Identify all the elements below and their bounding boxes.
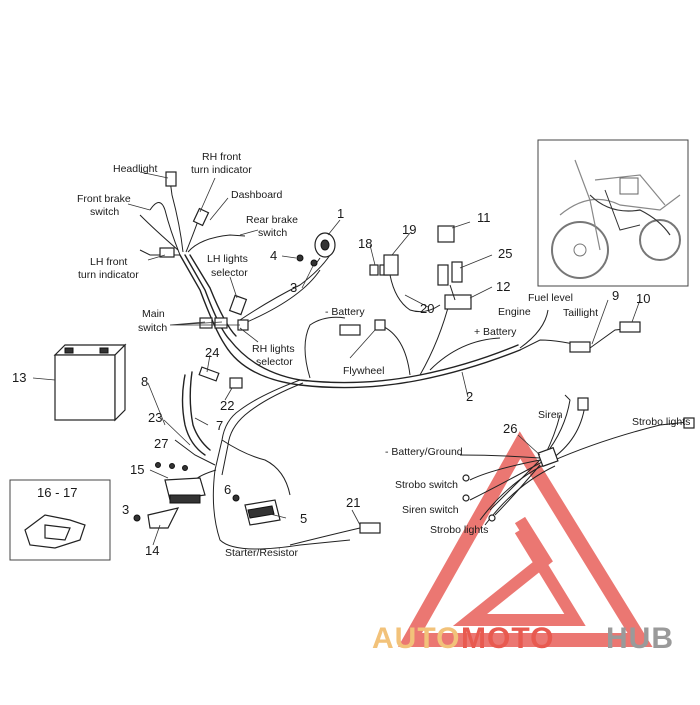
label-taillight: Taillight (563, 307, 598, 319)
taillight-connector (619, 321, 641, 333)
num-18: 18 (358, 236, 372, 251)
regulator (232, 494, 281, 526)
main-harness (179, 254, 636, 550)
label-battery-ground: - Battery/Ground (385, 446, 463, 458)
num-5: 5 (300, 511, 307, 526)
label-inset-range: 16 - 17 (37, 485, 77, 500)
num-10: 10 (636, 291, 650, 306)
watermark-text: AUTO MOTO HUB (372, 622, 674, 655)
label-rh-front-turn-1: RH front (202, 151, 241, 163)
label-flywheel: Flywheel (343, 365, 384, 377)
num-24: 24 (205, 345, 219, 360)
label-lh-lights-2: selector (211, 267, 248, 279)
num-22: 22 (220, 398, 234, 413)
starter-relay (155, 462, 206, 504)
battery (53, 343, 127, 422)
label-strobo-lights: Strobo lights (632, 416, 690, 428)
label-starter-resistor: Starter/Resistor (225, 547, 298, 559)
label-lh-front-turn-1: LH front (90, 256, 127, 268)
leader-lines (32, 171, 641, 546)
num-7: 7 (216, 418, 223, 433)
num-3a: 3 (290, 280, 297, 295)
label-strobo-switch: Strobo switch (395, 479, 458, 491)
watermark-triangle (398, 431, 653, 647)
relay-cluster (369, 225, 472, 313)
part-numbers: 1 2 3 3 4 5 6 7 8 9 10 11 12 13 14 15 18… (12, 206, 650, 558)
label-main-switch-2: switch (138, 322, 167, 334)
screw-4 (296, 254, 304, 262)
num-8: 8 (141, 374, 148, 389)
num-4: 4 (270, 248, 277, 263)
num-23: 23 (148, 410, 162, 425)
watermark-hub: HUB (606, 622, 674, 655)
num-13: 13 (12, 370, 26, 385)
num-20: 20 (420, 301, 434, 316)
num-1: 1 (337, 206, 344, 221)
num-21: 21 (346, 495, 360, 510)
num-19: 19 (402, 222, 416, 237)
watermark-auto: AUTO (372, 622, 460, 655)
flywheel-plug (374, 319, 386, 331)
label-strobo-lights-2: Strobo lights (430, 524, 488, 536)
num-25: 25 (498, 246, 512, 261)
num-14: 14 (145, 543, 159, 558)
num-26: 26 (503, 421, 517, 436)
label-rear-brake-1: Rear brake (246, 214, 298, 226)
num-27: 27 (154, 436, 168, 451)
label-fuel-level: Fuel level (528, 292, 573, 304)
num-3b: 3 (122, 502, 129, 517)
labels: Headlight RH front turn indicator Dashbo… (37, 151, 690, 559)
label-front-brake-2: switch (90, 206, 119, 218)
num-12: 12 (496, 279, 510, 294)
label-main-switch-1: Main (142, 308, 165, 320)
flywheel-connector (339, 324, 361, 336)
num-2: 2 (466, 389, 473, 404)
label-rear-brake-2: switch (258, 227, 287, 239)
screw-3 (310, 259, 318, 267)
left-components (174, 366, 243, 466)
label-rh-lights-1: RH lights (252, 343, 295, 355)
label-rh-front-turn-2: turn indicator (191, 164, 252, 176)
resistor-connector (359, 522, 381, 534)
label-lh-front-turn-2: turn indicator (78, 269, 139, 281)
label-siren: Siren (538, 409, 563, 421)
num-6: 6 (224, 482, 231, 497)
fuel-level-connector (569, 341, 591, 353)
label-siren-switch: Siren switch (402, 504, 459, 516)
label-front-brake-1: Front brake (77, 193, 131, 205)
num-11: 11 (477, 210, 491, 225)
label-minus-battery: - Battery (325, 306, 365, 318)
label-headlight: Headlight (113, 163, 157, 175)
label-lh-lights-1: LH lights (207, 253, 248, 265)
label-plus-battery: + Battery (474, 326, 517, 338)
num-9: 9 (612, 288, 619, 303)
label-rh-lights-2: selector (256, 356, 293, 368)
bracket (133, 507, 180, 529)
label-engine: Engine (498, 306, 531, 318)
horn (314, 232, 336, 266)
motorcycle-inset (537, 139, 689, 287)
inset-box (9, 479, 111, 561)
watermark-moto: MOTO (461, 622, 554, 655)
label-dashboard: Dashboard (231, 189, 283, 201)
num-15: 15 (130, 462, 144, 477)
siren-harness (459, 394, 695, 526)
